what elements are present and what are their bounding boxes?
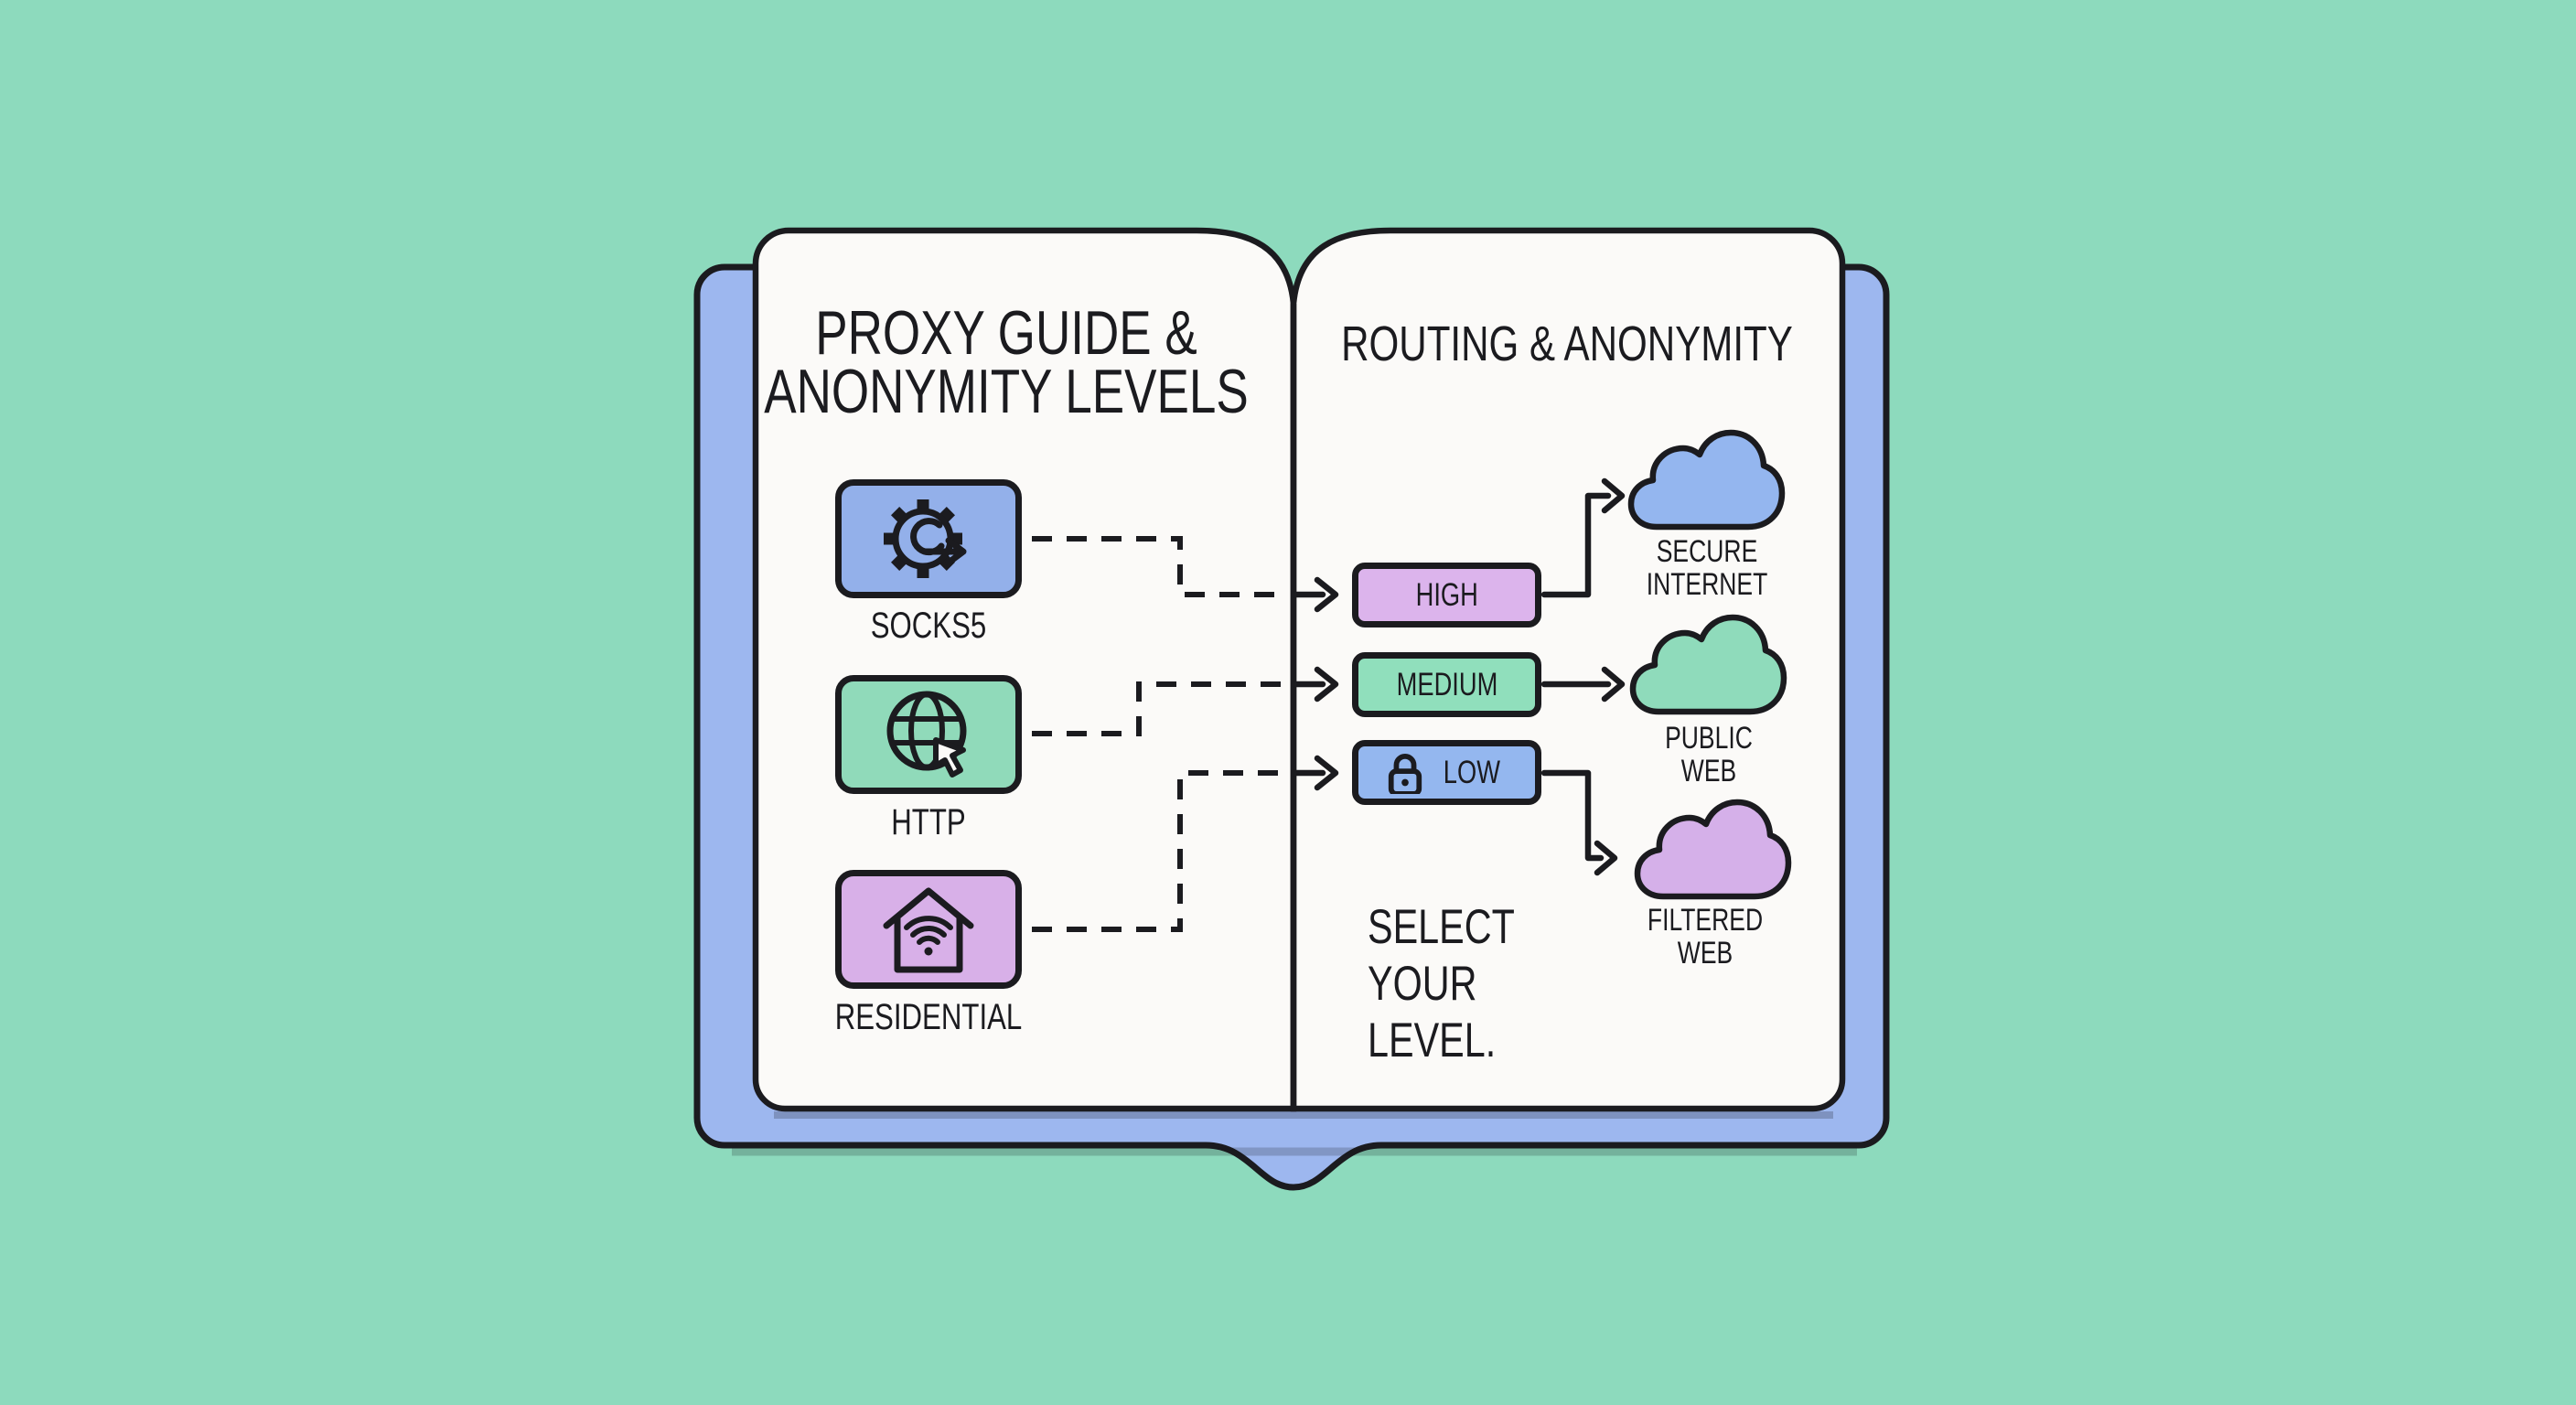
filtered-web-label: FILTERED WEB [1647, 903, 1764, 971]
left-page-title: PROXY GUIDE & ANONYMITY LEVELS [764, 298, 1249, 426]
arrow-into-low-icon [1291, 755, 1339, 791]
arrow-into-high-icon [1291, 576, 1339, 613]
public-web-label: PUBLIC WEB [1665, 721, 1753, 788]
globe-cursor-icon [886, 691, 967, 778]
level-badge-label: MEDIUM [1396, 666, 1497, 702]
house-wifi-icon [883, 887, 974, 973]
connector-http-medium [1032, 681, 1288, 736]
level-badge-high: HIGH [1352, 563, 1541, 627]
level-badge-label: LOW [1443, 754, 1500, 790]
proxy-box-residential [835, 870, 1022, 989]
select-level-note: SELECT YOUR LEVEL. [1368, 900, 1515, 1067]
level-badge-medium: MEDIUM [1352, 652, 1541, 717]
secure-internet-cloud-icon [1627, 429, 1786, 531]
connector-residential-low [1032, 770, 1288, 932]
dashed-connectors [1032, 536, 1288, 932]
gear-sync-icon [884, 499, 967, 578]
right-page-title: ROUTING & ANONYMITY [1341, 316, 1793, 371]
proxy-box-http [835, 675, 1022, 794]
filtered-web-cloud-icon [1634, 799, 1792, 900]
cloud-connectors [1540, 477, 1626, 876]
lock-icon [1388, 753, 1422, 794]
connector-low-filtered [1540, 769, 1618, 876]
connector-high-secure [1540, 477, 1626, 598]
public-web-cloud-icon [1629, 614, 1787, 715]
arrow-into-medium-icon [1291, 666, 1339, 702]
level-arrows [1291, 576, 1339, 791]
level-badge-label: HIGH [1415, 576, 1478, 613]
secure-internet-label: SECURE INTERNET [1646, 534, 1768, 602]
proxy-label-http: HTTP [891, 802, 966, 842]
level-badge-low: LOW [1352, 740, 1541, 805]
proxy-box-socks5 [835, 479, 1022, 598]
proxy-label-socks5: SOCKS5 [870, 606, 987, 646]
destination-clouds [1627, 429, 1792, 900]
proxy-label-residential: RESIDENTIAL [834, 997, 1023, 1037]
connector-medium-public [1540, 666, 1626, 702]
connector-socks5-high [1032, 536, 1288, 597]
